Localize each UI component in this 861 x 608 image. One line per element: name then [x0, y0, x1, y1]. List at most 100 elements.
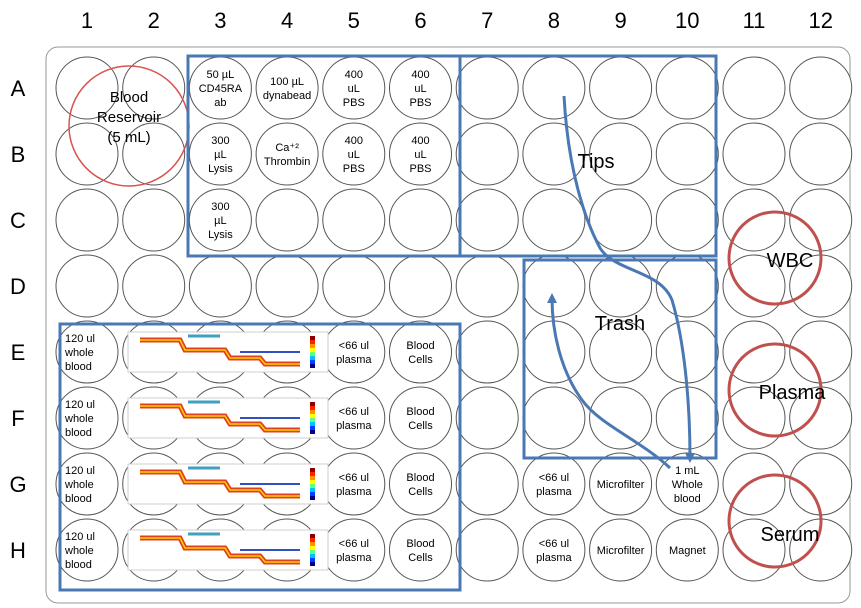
well-f5: [322, 386, 386, 450]
row-header: H: [10, 538, 26, 563]
well-h5: [322, 518, 386, 582]
separation-box: [58, 322, 462, 592]
well-label: 400: [411, 135, 429, 147]
well-f9: [589, 386, 653, 450]
serum-ring: [727, 473, 823, 569]
trash-box: [522, 258, 718, 460]
well-g7: [455, 452, 519, 516]
well-label: 50 µL: [207, 69, 235, 81]
well-label: 300: [211, 135, 229, 147]
well-a12: [789, 56, 853, 120]
well-h1: [55, 518, 119, 582]
column-header: 2: [148, 8, 160, 33]
well-d6: [389, 254, 452, 318]
well-a4: [255, 56, 319, 120]
well-h10: [655, 518, 719, 582]
well-label: <66 ul: [339, 340, 369, 352]
row-header: C: [10, 208, 26, 233]
well-label: dynabead: [263, 90, 311, 102]
well-c9: [589, 188, 653, 252]
well-h7: [455, 518, 519, 582]
well-label: PBS: [409, 97, 431, 109]
well-b2: [122, 122, 186, 186]
well-b11: [722, 122, 786, 186]
well-d5: [322, 254, 386, 318]
tips-to-blood-arrow: [562, 95, 695, 463]
well-c4: [255, 188, 319, 252]
well-d4: [255, 254, 319, 318]
well-label: whole: [64, 479, 94, 491]
well-b6: [389, 122, 452, 186]
well-label: µL: [214, 149, 226, 161]
well-f11: [722, 386, 786, 450]
well-label: 120 ul: [65, 333, 95, 345]
well-label: µL: [214, 215, 226, 227]
channel-simulation-image: [127, 463, 329, 505]
well-c11: [722, 188, 786, 252]
tips-label: Tips: [577, 151, 614, 173]
well-b5: [322, 122, 386, 186]
well-label: whole: [64, 413, 94, 425]
column-header: 4: [281, 8, 293, 33]
well-label: blood: [65, 493, 92, 505]
wbc-ring: [727, 210, 823, 306]
column-header: 10: [675, 8, 699, 33]
column-header: 8: [548, 8, 560, 33]
well-g6: [389, 452, 452, 516]
well-label: uL: [348, 83, 360, 95]
well-label: uL: [414, 83, 426, 95]
well-f6: [389, 386, 452, 450]
column-header: 7: [481, 8, 493, 33]
well-label: 400: [411, 69, 429, 81]
channel-simulation-image: [127, 397, 329, 439]
well-c6: [389, 188, 452, 252]
well-label: Microfilter: [597, 545, 645, 557]
well-label: Blood: [406, 406, 434, 418]
well-label: plasma: [336, 486, 372, 498]
plasma-label: Plasma: [759, 382, 827, 404]
well-h8: [522, 518, 586, 582]
well-label: Lysis: [208, 229, 233, 241]
well-c10: [655, 188, 719, 252]
well-label: uL: [414, 149, 426, 161]
well-e11: [722, 320, 786, 384]
well-c2: [122, 188, 186, 252]
well-b10: [655, 122, 719, 186]
channel-simulation-image: [127, 529, 329, 571]
well-b9: [589, 122, 653, 186]
well-label: PBS: [409, 163, 431, 175]
well-e7: [455, 320, 519, 384]
trash-label: Trash: [595, 313, 645, 335]
well-label: Microfilter: [597, 479, 645, 491]
row-header: E: [11, 340, 26, 365]
well-e9: [589, 320, 653, 384]
well-label: Cells: [408, 552, 433, 564]
well-label: whole: [64, 347, 94, 359]
well-a10: [655, 56, 719, 120]
well-c1: [55, 188, 119, 252]
column-header: 3: [214, 8, 226, 33]
well-g1: [55, 452, 119, 516]
well-label: blood: [65, 361, 92, 373]
well-label: uL: [348, 149, 360, 161]
well-label: 120 ul: [65, 531, 95, 543]
well-label: Blood: [406, 472, 434, 484]
well-d11: [722, 254, 786, 318]
well-e6: [389, 320, 452, 384]
well-e10: [655, 320, 719, 384]
row-header: G: [9, 472, 26, 497]
plasma-ring: [727, 342, 823, 438]
well-label: 120 ul: [65, 399, 95, 411]
well-g12: [789, 452, 853, 516]
well-label: 120 ul: [65, 465, 95, 477]
channel-simulation-image: [127, 331, 329, 373]
column-header: 12: [808, 8, 832, 33]
well-label: blood: [65, 427, 92, 439]
well-label: plasma: [336, 552, 372, 564]
well-g9: [589, 452, 653, 516]
well-label: 100 µL: [270, 76, 304, 88]
well-label: plasma: [536, 552, 572, 564]
well-d8: [522, 254, 586, 318]
well-label: ab: [214, 97, 226, 109]
